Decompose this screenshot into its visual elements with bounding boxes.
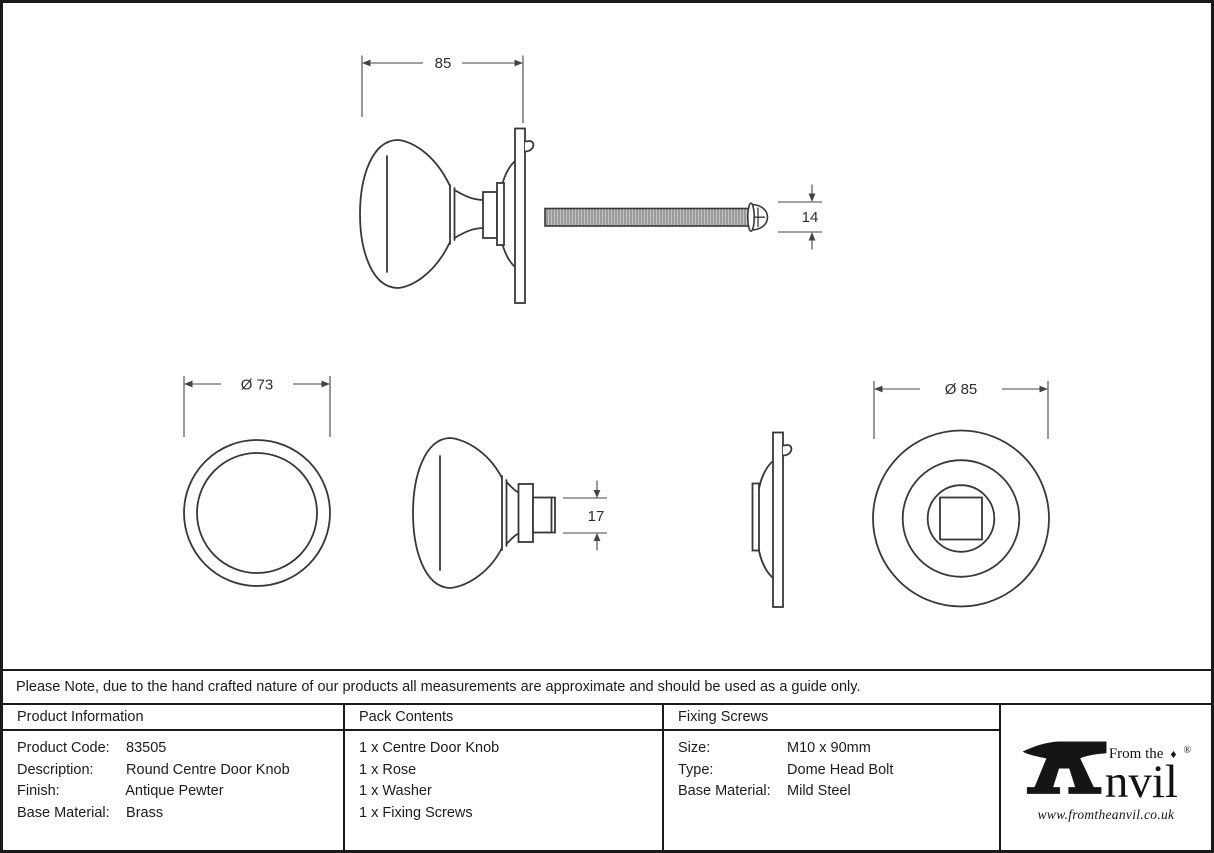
spec-value: Brass [126, 804, 164, 821]
dim-bolt-head [778, 184, 822, 250]
dim-overall-width [361, 55, 524, 123]
spec-label: Base Material: [678, 783, 771, 800]
dim-knob-face [183, 376, 331, 437]
website-text: www.fromtheanvil.co.uk [1037, 806, 1175, 822]
table-row: Base Material: Brass [17, 803, 343, 825]
info-table: Product Information Product Code: 83505 … [3, 705, 1211, 850]
side-view-rose [751, 431, 793, 608]
list-item: 1 x Centre Door Knob [359, 740, 500, 756]
anvil-logo: From the ♦ ® nvil www.fromtheanvil.co.uk [1021, 733, 1191, 823]
pack-contents-column: Pack Contents 1 x Centre Door Knob 1 x R… [345, 705, 664, 850]
spec-value: 83505 [126, 740, 167, 756]
spec-value: M10 x 90mm [787, 740, 871, 756]
fixing-screws-header: Fixing Screws [664, 705, 999, 731]
table-row: Finish: Antique Pewter [17, 781, 343, 803]
technical-drawing-svg: 85 14 [183, 55, 1050, 608]
spec-value: Dome Head Bolt [787, 761, 894, 778]
front-view-knob [183, 439, 331, 587]
table-row: Product Code: 83505 [17, 738, 343, 760]
technical-drawing-area: 85 14 [3, 3, 1211, 669]
top-view-bolt [544, 202, 769, 232]
spec-label: Base Material: [17, 804, 110, 821]
fixing-screws-column: Fixing Screws Size: M10 x 90mm Type: Dom… [664, 705, 1001, 850]
side-view-knob [412, 437, 556, 589]
spec-label: Size: [678, 740, 711, 756]
table-row: Description: Round Centre Door Knob [17, 760, 343, 782]
top-view-knob-assembly [359, 127, 535, 304]
spec-value: Mild Steel [787, 783, 851, 800]
table-row: Type: Dome Head Bolt [678, 760, 999, 782]
spec-value: Round Centre Door Knob [126, 761, 290, 778]
anvil-icon [1022, 740, 1107, 794]
dim-shank [563, 480, 607, 551]
brand-word: nvil [1104, 755, 1178, 808]
dim-rose [873, 381, 1049, 439]
dim-overall-width-label: 85 [435, 55, 452, 72]
brand-prefix: From the [1108, 745, 1164, 762]
note-row: Please Note, due to the hand crafted nat… [3, 669, 1211, 705]
dim-shank-label: 17 [588, 508, 605, 525]
front-view-rose [872, 429, 1050, 608]
registered-trademark: ® [1183, 744, 1192, 756]
spec-label: Description: [17, 761, 94, 778]
dim-bolt-head-label: 14 [802, 209, 819, 226]
table-row: Size: M10 x 90mm [678, 738, 999, 760]
diamond-icon: ♦ [1170, 747, 1177, 762]
spec-value: Antique Pewter [125, 783, 224, 800]
brand-logo-cell: From the ♦ ® nvil www.fromtheanvil.co.uk [1001, 705, 1211, 850]
list-item: 1 x Rose [359, 761, 417, 778]
note-text: Please Note, due to the hand crafted nat… [16, 679, 861, 695]
product-information-header: Product Information [3, 705, 343, 731]
spec-label: Product Code: [17, 740, 110, 756]
spec-label: Finish: [17, 783, 60, 800]
dim-rose-label: Ø 85 [945, 381, 978, 398]
table-row: Base Material: Mild Steel [678, 781, 999, 803]
dim-knob-face-label: Ø 73 [241, 377, 274, 394]
spec-label: Type: [678, 761, 714, 778]
list-item: 1 x Fixing Screws [359, 804, 473, 821]
product-information-column: Product Information Product Code: 83505 … [3, 705, 345, 850]
list-item: 1 x Washer [359, 783, 432, 800]
pack-contents-header: Pack Contents [345, 705, 662, 731]
